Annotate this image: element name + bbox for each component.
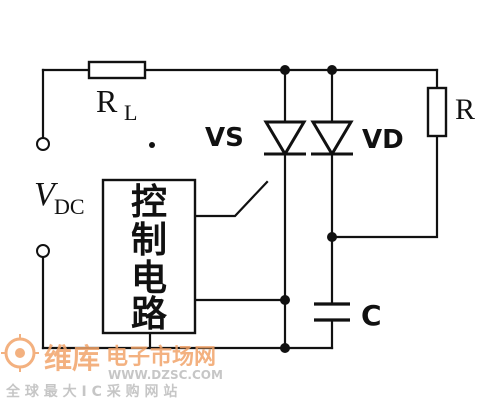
thyristor bbox=[263, 120, 307, 157]
terminal-negative bbox=[36, 244, 50, 258]
capacitor bbox=[314, 302, 350, 322]
wire-gate-upper bbox=[193, 180, 269, 218]
load-resistor bbox=[87, 60, 147, 80]
resistor bbox=[426, 86, 448, 138]
label-supply-sub: DC bbox=[54, 194, 85, 219]
label-resistor: R bbox=[455, 93, 475, 126]
wires bbox=[41, 68, 439, 350]
diode bbox=[310, 120, 354, 157]
watermark-brand: 维库 bbox=[44, 342, 100, 375]
junction-dots bbox=[149, 65, 337, 353]
label-thyristor: VS bbox=[205, 123, 244, 153]
terminal-positive bbox=[36, 137, 50, 151]
watermark-url: WWW.DZSC.COM bbox=[108, 368, 223, 382]
control-char-1: 控 bbox=[131, 182, 167, 223]
watermark-subtitle: 全 球 最 大 I C 采 购 网 站 bbox=[5, 383, 177, 400]
watermark: 维库 电子市场网 WWW.DZSC.COM 全 球 最 大 I C 采 购 网 … bbox=[1, 334, 223, 400]
label-load-resistor: R bbox=[96, 83, 118, 119]
control-block bbox=[101, 178, 197, 335]
label-capacitor: C bbox=[361, 299, 382, 332]
label-load-resistor-sub: L bbox=[124, 100, 137, 125]
watermark-logo-icon bbox=[1, 334, 39, 372]
wire-right-bottom bbox=[330, 135, 439, 239]
control-char-4: 路 bbox=[131, 294, 168, 335]
control-char-3: 电 bbox=[131, 258, 167, 299]
label-diode: VD bbox=[362, 125, 404, 155]
control-char-2: 制 bbox=[131, 220, 167, 261]
watermark-tagline: 电子市场网 bbox=[106, 344, 216, 370]
